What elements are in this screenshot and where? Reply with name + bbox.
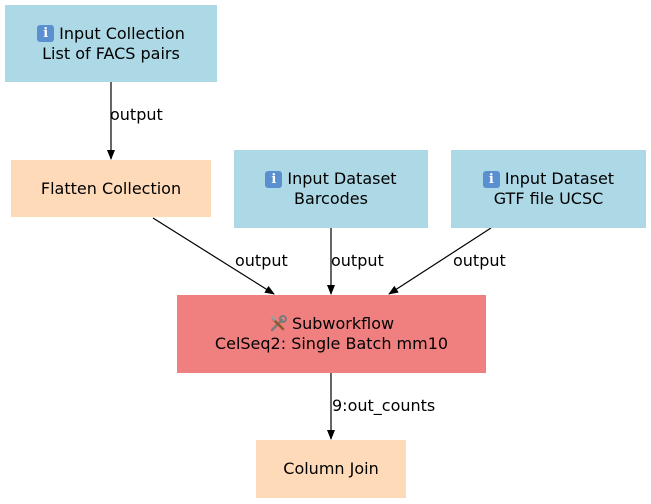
node-title: Input Dataset (504, 169, 615, 188)
node-input-dataset-barcodes[interactable]: i Input Dataset Barcodes (234, 150, 428, 228)
node-input-dataset-gtf[interactable]: i Input Dataset GTF file UCSC (451, 150, 646, 228)
node-title: Input Collection (59, 23, 185, 43)
node-subtitle: CelSeq2: Single Batch mm10 (214, 334, 449, 353)
edge-gtf-to-subworkflow (388, 227, 492, 295)
node-subtitle: Barcodes (294, 189, 368, 208)
info-icon: i (482, 170, 500, 188)
node-flatten-collection[interactable]: Flatten Collection (11, 160, 211, 217)
node-column-join[interactable]: Column Join (256, 440, 406, 498)
edge-label-output: output (110, 105, 163, 124)
node-title: Input Dataset (287, 169, 397, 188)
tools-icon (270, 315, 287, 332)
info-icon: i (265, 170, 283, 188)
edge-label-output: output (331, 251, 384, 270)
node-title: Flatten Collection (40, 178, 182, 198)
node-title: Subworkflow (291, 314, 395, 333)
edge-flatten-to-subworkflow (152, 217, 275, 295)
edge-label-out-counts: 9:out_counts (332, 396, 436, 415)
node-subtitle: GTF file UCSC (493, 189, 604, 208)
info-icon: i (37, 25, 55, 42)
edge-label-output: output (235, 251, 288, 270)
node-subtitle: List of FACS pairs (42, 43, 180, 63)
node-subworkflow[interactable]: Subworkflow CelSeq2: Single Batch mm10 (177, 295, 486, 373)
node-input-collection[interactable]: i Input Collection List of FACS pairs (5, 5, 217, 82)
edge-label-output: output (453, 251, 506, 270)
node-title: Column Join (283, 459, 379, 478)
